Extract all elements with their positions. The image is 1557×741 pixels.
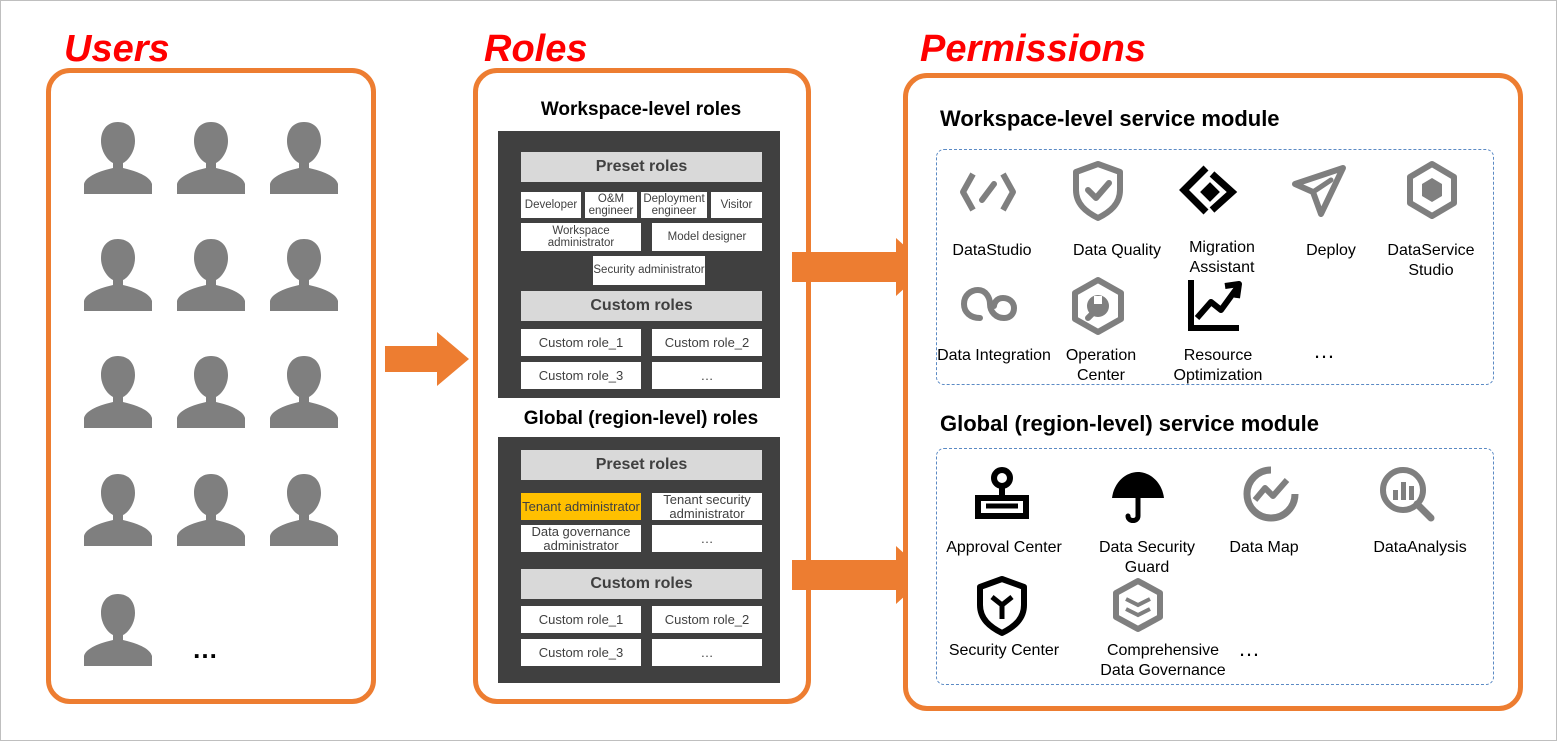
role-visitor: Visitor [711, 192, 762, 218]
magnifier-chart-icon [1380, 467, 1435, 522]
user-icon [173, 235, 249, 311]
user-icon [266, 235, 342, 311]
global-custom-role-1: Custom role_1 [521, 606, 641, 633]
module-data-map: Data Map [1229, 539, 1299, 556]
users-to-roles-arrow [385, 332, 469, 386]
migration-arrow-icon [1179, 165, 1238, 215]
user-icon [80, 470, 156, 546]
global-roles-title: Global (region-level) roles [523, 408, 759, 429]
workspace-custom-role-1: Custom role_1 [521, 329, 641, 356]
roles-heading: Roles [484, 28, 588, 70]
workspace-preset-roles-bar: Preset roles [521, 152, 762, 182]
workspace-custom-role-more: … [652, 362, 762, 389]
role-tenant-administrator: Tenant administrator [521, 493, 641, 520]
stamp-icon [975, 467, 1029, 519]
global-roles-to-permissions-arrow [792, 546, 928, 604]
role-deployment-engineer: Deployment engineer [641, 192, 707, 218]
module-data-security-guard: Data Security Guard [1098, 539, 1196, 576]
module-approval-center: Approval Center [946, 539, 1062, 556]
code-brackets-icon [960, 172, 1016, 212]
global-modules-box [936, 448, 1494, 685]
user-icon [173, 352, 249, 428]
users-more: … [192, 634, 218, 664]
workspace-roles-to-permissions-arrow [792, 238, 928, 296]
user-icon [80, 590, 156, 666]
global-custom-role-more: … [652, 639, 762, 666]
module-data-quality: Data Quality [1072, 242, 1162, 259]
module-datastudio: DataStudio [952, 242, 1032, 259]
users-heading: Users [64, 28, 170, 70]
global-service-module-title: Global (region-level) service module [940, 411, 1319, 436]
workspace-modules-box [936, 149, 1494, 385]
global-preset-role-more: … [652, 525, 762, 552]
workspace-custom-role-3: Custom role_3 [521, 362, 641, 389]
module-resource-optimization: Resource Optimization [1173, 347, 1263, 384]
module-dataanalysis: DataAnalysis [1373, 539, 1467, 556]
workspace-service-module-title: Workspace-level service module [940, 106, 1280, 131]
role-data-governance-administrator: Data governance administrator [521, 525, 641, 552]
role-workspace-administrator: Workspace administrator [521, 223, 641, 251]
role-tenant-security-administrator: Tenant security administrator [652, 493, 762, 520]
global-preset-roles-bar: Preset roles [521, 450, 762, 480]
user-icon [80, 235, 156, 311]
module-dataservice-studio: DataService Studio [1387, 242, 1475, 279]
user-icon [173, 470, 249, 546]
global-custom-role-3: Custom role_3 [521, 639, 641, 666]
user-icon [80, 352, 156, 428]
global-modules-more: … [1238, 636, 1260, 661]
global-custom-role-2: Custom role_2 [652, 606, 762, 633]
workspace-modules-more: … [1313, 338, 1335, 363]
wrench-hexagon-icon [1072, 277, 1124, 335]
workspace-roles-title: Workspace-level roles [540, 99, 742, 120]
role-model-designer: Model designer [652, 223, 762, 251]
workspace-custom-role-2: Custom role_2 [652, 329, 762, 356]
user-icon [173, 118, 249, 194]
role-developer: Developer [521, 192, 581, 218]
user-icon [266, 470, 342, 546]
user-icon [266, 118, 342, 194]
security-shield-icon [977, 576, 1027, 636]
workspace-custom-roles-bar: Custom roles [521, 291, 762, 321]
module-data-integration: Data Integration [937, 347, 1051, 364]
governance-cube-icon [1113, 578, 1163, 632]
hexagon-cube-icon [1407, 161, 1457, 219]
trend-chart-icon [1188, 280, 1242, 331]
module-operation-center: Operation Center [1065, 347, 1137, 384]
role-om-engineer: O&M engineer [585, 192, 637, 218]
umbrella-icon [1112, 472, 1164, 523]
user-icon [266, 352, 342, 428]
role-security-administrator: Security administrator [593, 256, 705, 285]
module-comprehensive-data-governance: Comprehensive Data Governance [1100, 642, 1226, 679]
module-deploy: Deploy [1306, 242, 1356, 259]
module-migration-assistant: Migration Assistant [1189, 239, 1255, 276]
module-security-center: Security Center [948, 642, 1060, 659]
shield-check-icon [1073, 161, 1123, 221]
global-custom-roles-bar: Custom roles [521, 569, 762, 599]
paper-plane-icon [1292, 165, 1346, 217]
user-icon [80, 118, 156, 194]
permissions-heading: Permissions [920, 28, 1146, 70]
infinity-loop-icon [960, 286, 1018, 322]
map-gauge-icon [1243, 466, 1299, 522]
